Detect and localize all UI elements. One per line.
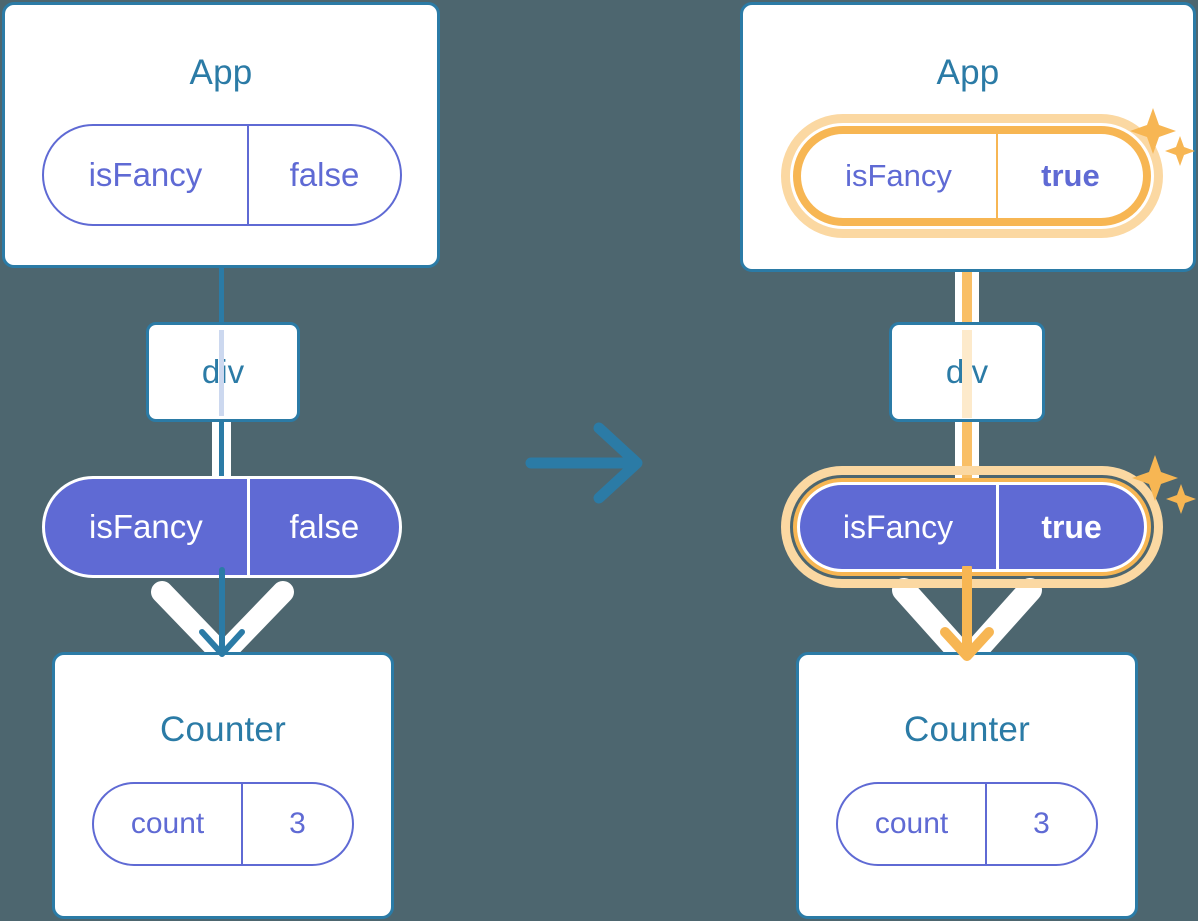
counter-state-pill-after[interactable]: count 3 <box>836 782 1098 866</box>
pill-value: 3 <box>985 784 1096 864</box>
pill-value: false <box>246 479 399 575</box>
pill-value: 3 <box>241 784 352 864</box>
pill-key: isFancy <box>88 156 203 193</box>
app-title-before: App <box>189 53 253 92</box>
app-state-pill-before[interactable]: isFancy false <box>42 124 402 226</box>
app-state-pill-after[interactable]: isFancy true <box>799 132 1145 220</box>
sparkles-prop-after <box>1130 450 1198 530</box>
counter-state-pill-before[interactable]: count 3 <box>92 782 354 866</box>
pill-key: isFancy <box>845 158 952 193</box>
pill-key: count <box>130 807 205 840</box>
pill-key: isFancy <box>89 508 203 545</box>
transition-arrow-icon <box>525 420 655 505</box>
counter-box-before: Counter <box>52 652 394 919</box>
connector-inside-div <box>219 330 224 416</box>
down-arrow-before <box>190 566 254 666</box>
pill-value: false <box>246 126 400 224</box>
pill-key: isFancy <box>842 508 954 545</box>
connector-app-to-div <box>219 266 224 326</box>
connector-div-to-pill-after <box>962 418 972 488</box>
connector-inside-div-after <box>962 330 972 418</box>
counter-title-before: Counter <box>160 710 286 749</box>
pill-value: true <box>995 134 1143 218</box>
connector-app-to-div-after <box>962 215 972 333</box>
prop-pill-before[interactable]: isFancy false <box>42 476 402 578</box>
down-arrow-after <box>932 563 1002 670</box>
pill-value: true <box>996 485 1144 569</box>
counter-title-after: Counter <box>904 710 1030 749</box>
highlight-ring-app-after <box>781 114 1163 238</box>
prop-pill-after[interactable]: isFancy true <box>797 482 1147 572</box>
pill-key: count <box>874 807 949 840</box>
sparkles-app-after <box>1128 100 1198 180</box>
app-title-after: App <box>936 53 1000 92</box>
connector-div-to-pill <box>219 420 224 486</box>
